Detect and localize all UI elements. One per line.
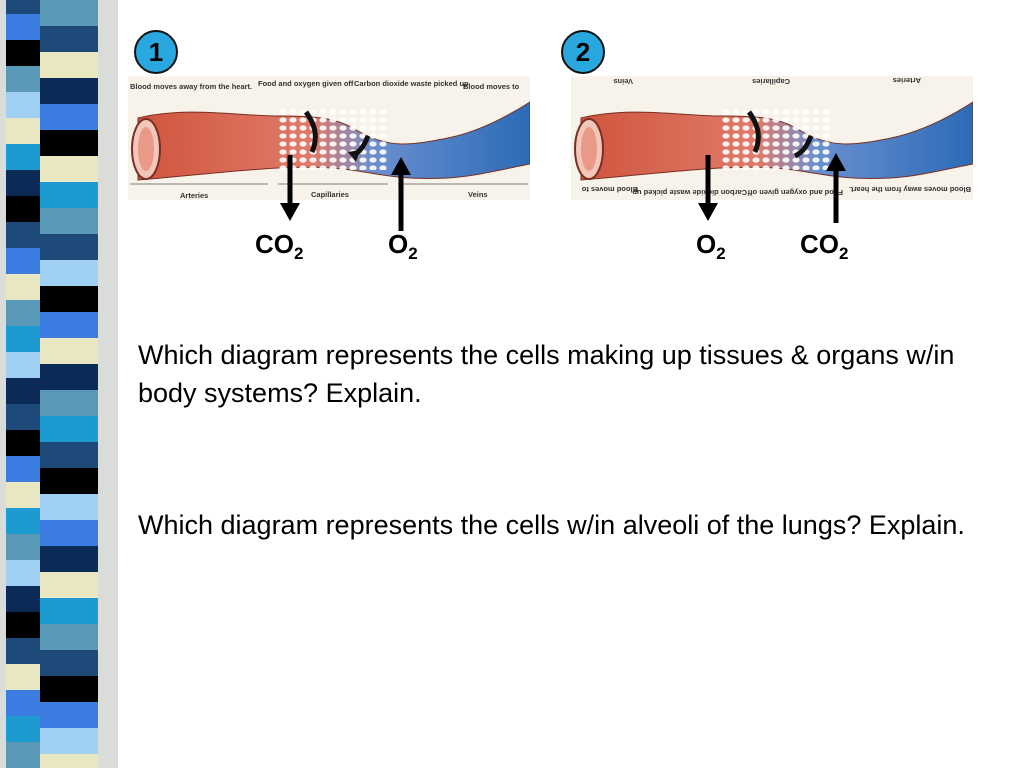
arrow-up-icon — [391, 157, 411, 231]
diagram-1-label-moves-to: Blood moves to — [463, 82, 520, 91]
diagram-2-badge: 2 — [561, 30, 605, 74]
diagram-1-badge: 1 — [134, 30, 178, 74]
diagram-1-gas-down-label: CO2 — [255, 229, 304, 263]
curved-arrow-icon — [303, 110, 318, 153]
diagram-1-label-co2: Carbon dioxide waste picked up — [354, 79, 469, 88]
diagram-1-label-arteries: Arteries — [180, 191, 208, 200]
curved-arrow-icon — [746, 110, 761, 153]
question-1: Which diagram represents the cells makin… — [138, 340, 955, 408]
diagram-1-label-veins: Veins — [468, 190, 488, 199]
capillary-diagram-1: Blood moves away from the heart. Food an… — [128, 76, 530, 200]
question-2: Which diagram represents the cells w/in … — [138, 510, 965, 540]
arrow-down-icon — [280, 155, 300, 221]
diagram-1-label-heart: Blood moves away from the heart. — [130, 82, 252, 91]
diagram-1-gas-up-label: O2 — [388, 229, 418, 263]
diagram-2-label-veins: Veins — [613, 77, 633, 86]
diagram-2-gas-up-label: CO2 — [800, 229, 849, 263]
arrow-up-icon — [826, 153, 846, 223]
diagram-2-label-food: Food and oxygen given off — [747, 188, 843, 197]
arrow-down-icon — [698, 155, 718, 221]
diagram-2-label-moves-to: Blood moves to — [581, 185, 638, 194]
decorative-stripe-bar — [0, 0, 118, 768]
diagram-1-label-food: Food and oxygen given off — [258, 79, 354, 88]
diagram-2-label-capillaries: Capillaries — [752, 77, 790, 86]
diagram-1-label-capillaries: Capillaries — [311, 190, 349, 199]
diagram-2-label-arteries: Arteries — [893, 76, 921, 85]
capillary-diagram-2: Arteries Capillaries Veins Blood moves a… — [571, 76, 973, 200]
diagram-2-label-co2: Carbon dioxide waste picked up — [632, 188, 747, 197]
diagram-2-gas-down-label: O2 — [696, 229, 726, 263]
diagram-2-label-heart: Blood moves away from the heart. — [849, 185, 971, 194]
